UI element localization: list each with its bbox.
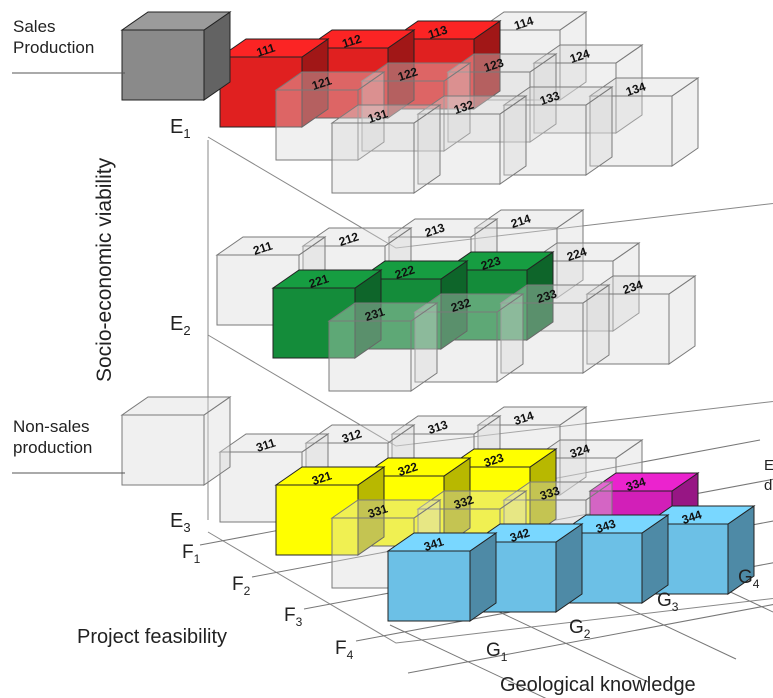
cube-221-label: 221 [307,271,331,291]
level-platform-e1 [207,136,773,249]
cube-343-label: 343 [594,516,618,536]
cube-124-label: 124 [568,46,592,66]
g4-label: G4 [738,567,760,591]
cube-111: 111 [218,38,330,128]
e1-label: E1 [170,116,191,141]
g-grid-line [477,601,649,683]
cube-123-label: 123 [482,55,506,75]
f2-label: F2 [232,574,251,598]
cube-123: 123 [446,53,558,143]
f4-label: F4 [335,638,354,662]
cube-233-label: 233 [535,286,559,306]
cube-112-label: 112 [340,31,363,50]
cube-314-label: 314 [512,408,536,428]
cube-224-label: 224 [565,244,589,264]
non-sales-label-line2: production [13,438,92,457]
cube-323-label: 323 [482,450,506,470]
cube-222-label: 222 [393,262,417,282]
cube-114: 114 [476,11,588,101]
f-grid-line [407,604,773,674]
e3-label: E3 [170,510,191,535]
sales-production-legend-cube [120,11,232,101]
cube-111-label: 111 [255,41,277,60]
cube-344-label: 344 [680,507,704,527]
cube-321: 321 [274,466,386,556]
cube-234-label: 234 [621,277,645,297]
cube-221: 221 [271,269,383,359]
cube-121: 121 [274,71,386,161]
g3-label: G3 [657,590,679,614]
cube-232: 232 [413,293,525,383]
cube-332-label: 332 [452,492,476,512]
cube-122: 122 [360,62,472,152]
sales-label-line2: Production [13,38,94,57]
cube-133-label: 133 [538,88,562,108]
non-sales-production-legend-cube [120,396,232,486]
cube-233: 233 [499,284,611,374]
cube-324-label: 324 [568,441,592,461]
cutoff-text-line1: E [764,457,773,474]
cube-134-label: 134 [624,79,648,99]
g2-label: G2 [569,617,591,641]
cube-121-label: 121 [310,73,334,93]
g1-label: G1 [486,640,508,664]
cube-331-label: 331 [366,501,390,521]
y-axis-title: Socio-economic viability [93,157,116,382]
cube-312-label: 312 [340,426,364,446]
cube-341: 341 [386,532,498,622]
cube-234: 234 [585,275,697,365]
cube-132: 132 [416,95,528,185]
cube-134: 134 [588,77,700,167]
cube-334-label: 334 [624,474,648,494]
cube-342-label: 342 [508,525,532,545]
cube-211-label: 211 [251,238,274,257]
cube-231: 231 [327,302,439,392]
e2-label: E2 [170,313,191,338]
cube-212-label: 212 [337,229,361,249]
project-feasibility-title: Project feasibility [77,626,227,648]
cube-grid: 114 113 112 111 124 123 122 121 134 133 132 131 214 2… [215,11,756,622]
level-platform-e2 [207,334,773,447]
cube-311-label: 311 [254,435,277,454]
f3-label: F3 [284,605,303,629]
cutoff-text-line2: d [764,477,772,494]
sales-label-line1: Sales [13,17,56,36]
cube-214-label: 214 [509,211,533,231]
cube-232-label: 232 [449,295,473,315]
cube-132-label: 132 [452,97,476,117]
cube-313-label: 313 [426,417,450,437]
non-sales-label-line1: Non-sales [13,417,90,436]
cube-333-label: 333 [538,483,562,503]
geological-knowledge-title: Geological knowledge [500,674,696,696]
cube-114-label: 114 [512,13,535,32]
level-platform-e3 [207,531,773,644]
cube-223-label: 223 [479,253,503,273]
g-grid-line [389,624,547,698]
f1-label: F1 [182,542,201,566]
cube-131: 131 [330,104,442,194]
cube-124: 124 [532,44,644,134]
cube-322-label: 322 [396,459,420,479]
cube-131-label: 131 [366,106,390,126]
cube-133: 133 [502,86,614,176]
cube-321-label: 321 [310,468,334,488]
cube-231-label: 231 [363,304,387,324]
cube-341-label: 341 [422,534,446,554]
cube-113-label: 113 [426,22,449,41]
cube-122-label: 122 [396,64,420,84]
cube-213-label: 213 [423,220,447,240]
